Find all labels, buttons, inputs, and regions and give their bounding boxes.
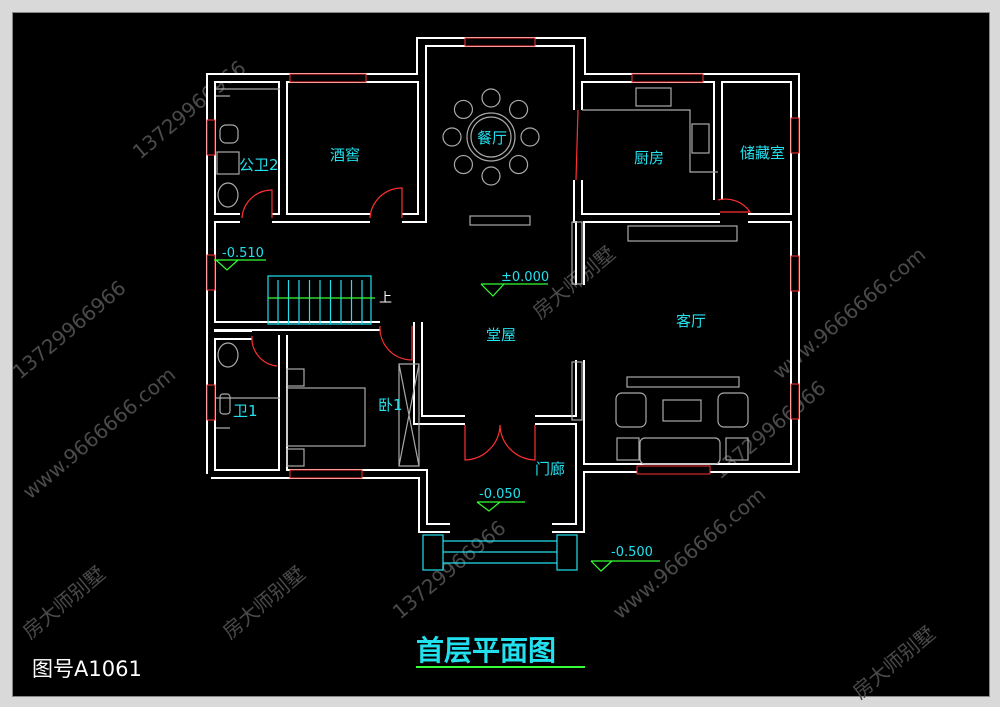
stair-treads: [277, 280, 363, 324]
stove: [691, 123, 710, 154]
armchair: [717, 392, 749, 428]
watermark: 房大师别墅: [848, 621, 940, 704]
window: [631, 73, 704, 83]
watermark: 13729966966: [8, 275, 131, 383]
watermark: 房大师别墅: [218, 561, 310, 644]
window: [289, 73, 367, 83]
dining-chair: [453, 99, 474, 120]
cad-canvas: [12, 12, 990, 697]
room-label-public-bath-2: 公卫2: [239, 156, 279, 174]
room-label-bath-1: 卫1: [233, 402, 258, 420]
washbasin: [217, 182, 239, 208]
room-labels: 餐厅 酒窖 公卫2 厨房 储藏室 客厅 堂屋 卧1 卫1 门廊: [233, 129, 785, 478]
nightstand: [286, 368, 305, 387]
window: [790, 117, 800, 154]
dining-table: [466, 112, 516, 162]
room-label-dining: 餐厅: [477, 129, 507, 147]
armchair: [615, 392, 647, 428]
dining-chair: [508, 154, 529, 175]
room-label-wine-cellar: 酒窖: [330, 146, 360, 164]
entry-steps: [443, 540, 557, 564]
walls: [206, 37, 800, 533]
level-symbol: [590, 560, 660, 572]
dining-chair: [508, 99, 529, 120]
elevation-stair-hall: -0.510: [222, 246, 264, 261]
elevation-marks: -0.510 ±0.000 -0.050 -0.500: [214, 246, 660, 572]
sofa: [639, 437, 721, 465]
room-label-living-room: 客厅: [676, 312, 706, 330]
door-wine-cellar: [369, 187, 403, 219]
dining-chair: [453, 154, 474, 175]
door-kitchen-sliding: [575, 109, 579, 181]
watermark: 房大师别墅: [18, 561, 110, 644]
kitchen-counter: [582, 109, 718, 173]
level-symbol: [480, 283, 548, 297]
bed: [286, 387, 366, 447]
sink: [635, 87, 672, 107]
stairs: 上: [267, 275, 578, 571]
room-label-storage: 储藏室: [740, 144, 785, 162]
watermark-layer: 房大师别墅 房大师别墅 房大师别墅 房大师别墅 www.9666666.com …: [8, 55, 940, 703]
dining-chairs: [442, 88, 540, 186]
window: [790, 383, 800, 420]
side-table: [725, 437, 749, 461]
shower-tray: [216, 151, 240, 175]
furniture: [216, 87, 749, 467]
room-label-porch: 门廊: [535, 460, 565, 478]
room-label-kitchen: 厨房: [634, 149, 664, 167]
window: [636, 465, 711, 475]
toilet: [219, 393, 231, 415]
drawing-number: 图号A1061: [32, 657, 142, 681]
partition: [571, 361, 583, 421]
elevation-porch: -0.050: [479, 487, 521, 502]
entry-step-pier: [556, 534, 578, 571]
dining-chair: [481, 166, 501, 186]
window: [464, 37, 536, 47]
elevation-main-hall: ±0.000: [501, 270, 549, 285]
wardrobe: [398, 363, 420, 467]
window: [206, 384, 216, 421]
door-main-entrance: [464, 424, 536, 461]
door-bedroom: [379, 325, 413, 361]
window: [206, 119, 216, 156]
window: [790, 255, 800, 292]
watermark: 13729966966: [128, 55, 251, 163]
door-storage: [717, 198, 752, 213]
elevation-outdoor: -0.500: [611, 545, 653, 560]
rug: [626, 376, 740, 388]
window: [289, 469, 363, 479]
room-label-main-hall: 堂屋: [486, 326, 516, 344]
room-label-bedroom-1: 卧1: [378, 396, 403, 414]
doors: [241, 109, 752, 461]
dining-chair: [481, 88, 501, 108]
nightstand: [286, 448, 305, 467]
washbasin: [217, 342, 239, 368]
side-table: [616, 437, 640, 461]
level-symbol: [476, 501, 525, 512]
door-bath-1: [251, 335, 278, 367]
drawing-title: 首层平面图: [416, 634, 556, 667]
coffee-table: [662, 399, 702, 422]
window: [206, 254, 216, 291]
stair-up-label: 上: [379, 291, 392, 306]
door-public-bath-2: [241, 189, 273, 219]
sideboard: [469, 215, 531, 226]
dining-chair: [442, 127, 462, 147]
shower-head: [216, 88, 280, 429]
toilet: [219, 124, 239, 144]
level-symbol: [214, 259, 266, 271]
dining-chair: [520, 127, 540, 147]
windows: [206, 37, 800, 479]
watermark: www.9666666.com: [18, 362, 180, 504]
partition: [571, 221, 583, 285]
dining-table-inner: [470, 116, 512, 158]
tv-cabinet: [627, 225, 738, 242]
